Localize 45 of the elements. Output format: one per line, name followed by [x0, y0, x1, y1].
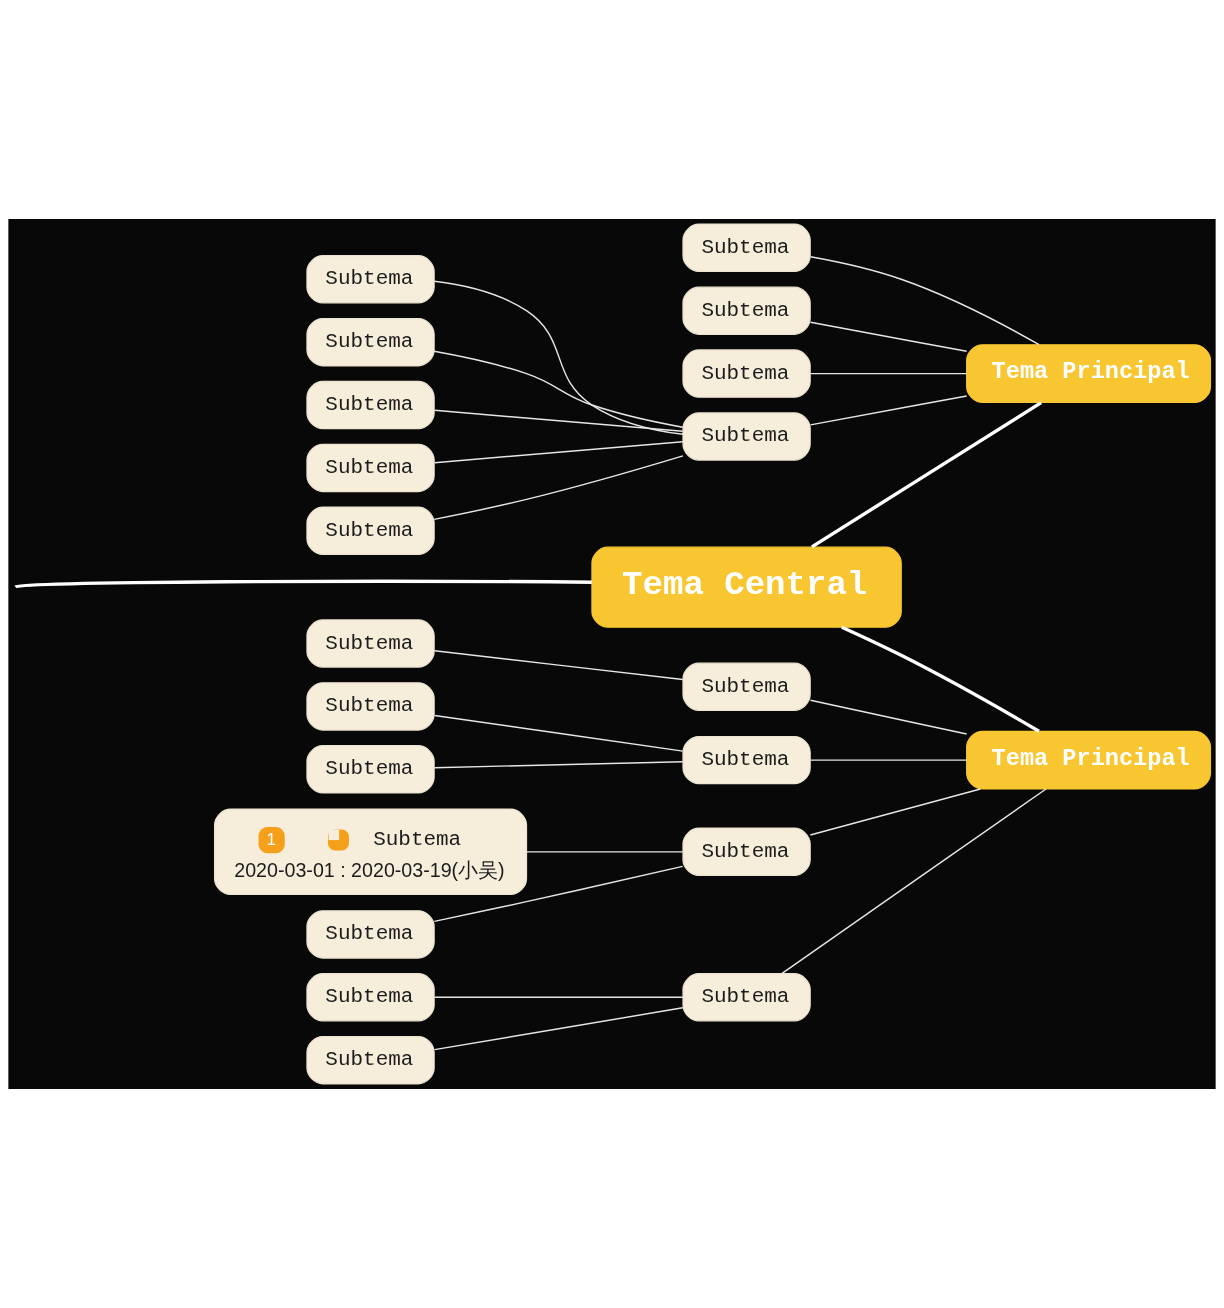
connector: [809, 256, 1040, 346]
connector: [809, 759, 968, 761]
connector: [433, 714, 684, 752]
node-box: Tema Principal: [966, 344, 1212, 404]
connector: [841, 625, 1040, 733]
node-box: Tema Principal: [966, 730, 1212, 790]
node-box: Subtema: [306, 973, 435, 1022]
connector: [433, 441, 684, 464]
node-box: Subtema: [306, 619, 435, 668]
node-box: Subtema: [306, 745, 435, 794]
connector: [809, 372, 968, 375]
connector: [526, 851, 684, 853]
connector: [810, 401, 1043, 549]
connector: [809, 788, 982, 836]
connector: [433, 1007, 684, 1051]
node-box: Subtema: [306, 682, 435, 731]
node-box: Subtema: [306, 317, 435, 367]
connector: [809, 699, 968, 735]
connector: [433, 455, 684, 521]
connector: [781, 788, 1047, 975]
node-box: Tema Central: [591, 546, 902, 628]
node-box: Subtema: [306, 255, 435, 304]
connector: [809, 395, 968, 426]
node-box: Subtema: [682, 223, 811, 273]
connector: [433, 280, 684, 436]
node-box: Subtema: [682, 662, 811, 711]
connector: [433, 865, 684, 923]
node-box: Subtema: [306, 380, 435, 430]
node-box: Subtema: [682, 286, 811, 335]
connector: [433, 409, 684, 432]
connector: [433, 996, 684, 998]
node-box: Subtema: [306, 1035, 435, 1085]
node-box: Subtema: [682, 349, 811, 398]
node-box: Subtema: [682, 973, 811, 1022]
node-box: Subtema: [682, 827, 811, 877]
connector: [433, 650, 684, 681]
connector: [15, 579, 592, 589]
connector: [809, 321, 968, 352]
connector: [433, 350, 684, 428]
node-box: Subtema: [306, 910, 435, 959]
connector: [433, 760, 684, 769]
node-box: Subtema: [682, 735, 811, 785]
node-box: Subtema: [306, 506, 435, 556]
node-box: Subtema: [682, 412, 811, 461]
node-box: Subtema: [306, 443, 435, 493]
